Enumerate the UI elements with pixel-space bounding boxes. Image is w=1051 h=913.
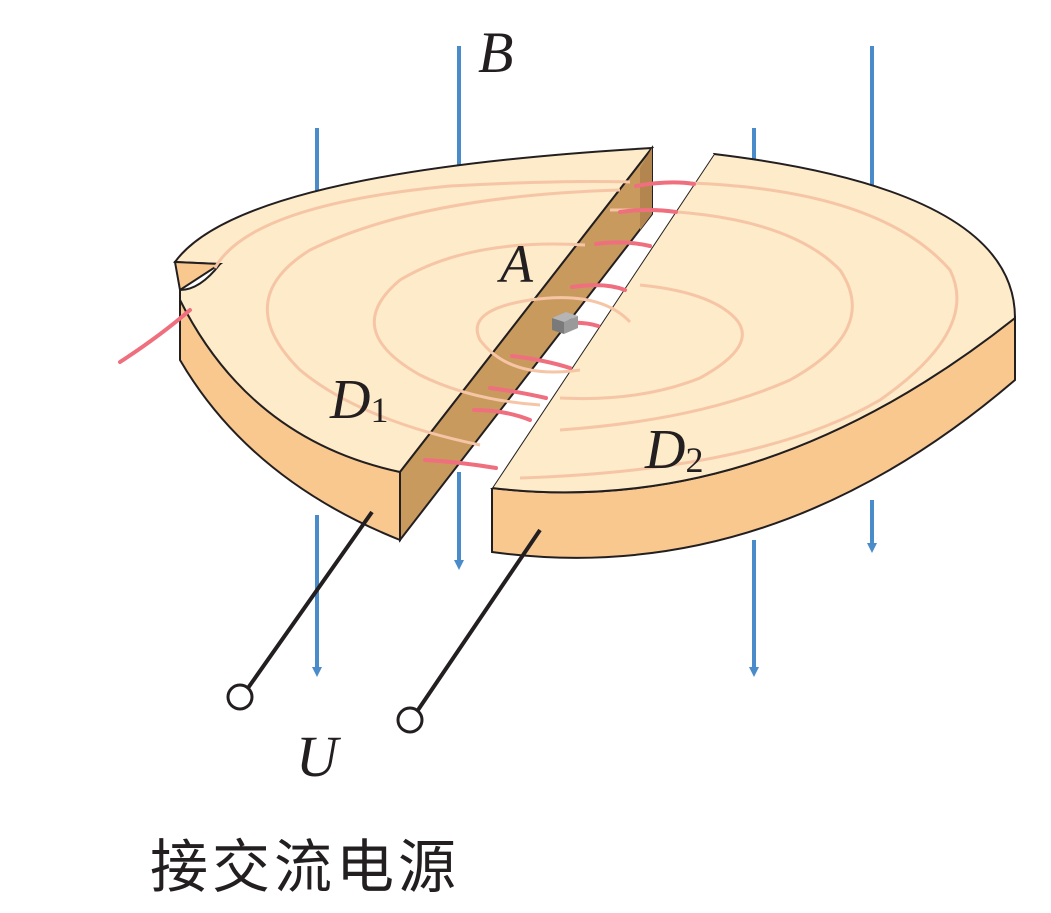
label-d2-main: D: [644, 419, 685, 481]
dee-d1-notch: [173, 260, 224, 292]
wire-d2: [416, 528, 542, 712]
label-voltage: U: [296, 724, 342, 789]
label-d1-sub: 1: [370, 390, 388, 430]
terminal-circle-icon: [226, 683, 254, 711]
particle-path-faint: [213, 180, 959, 480]
caption-ac-source: 接交流电源: [150, 833, 461, 901]
label-d2-sub: 2: [685, 440, 703, 480]
terminal-circle-icon: [396, 706, 424, 734]
particle-path-gap-crossings: [118, 180, 696, 470]
dee-d2-top: [490, 152, 1017, 494]
label-particle-a: A: [497, 234, 534, 294]
label-d1-main: D: [329, 369, 370, 431]
dee-d2: [490, 152, 1017, 559]
label-d2: D2: [644, 419, 703, 481]
dee-d1-top: [173, 146, 655, 474]
particle-source-icon: [552, 312, 578, 334]
wire-d1: [246, 510, 374, 690]
label-magnetic-field: B: [478, 20, 513, 85]
label-d1: D1: [329, 369, 388, 431]
ac-wires: [226, 510, 542, 734]
